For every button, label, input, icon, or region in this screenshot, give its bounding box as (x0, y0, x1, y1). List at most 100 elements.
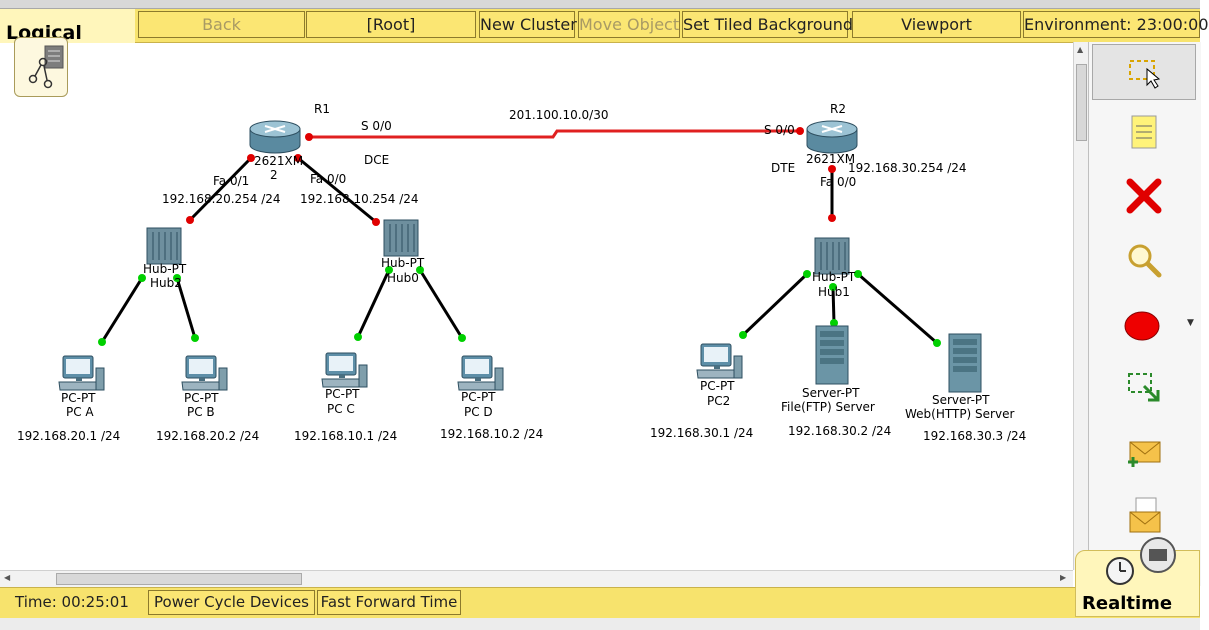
r1-model-suffix: 2 (270, 168, 278, 182)
horizontal-scrollbar[interactable]: ◀ ▶ (0, 570, 1073, 587)
hub-mid-icon[interactable] (383, 219, 419, 257)
select-tool[interactable] (1092, 44, 1196, 100)
hub-right-icon[interactable] (814, 237, 850, 275)
pc-b-ip: 192.168.20.2 /24 (156, 429, 259, 443)
pc-b-type: PC-PT (184, 391, 219, 405)
delete-icon (1126, 178, 1162, 214)
r1-fa01-label: Fa 0/1 (213, 174, 249, 188)
device-panel-strip (0, 618, 1200, 630)
r2-name: R2 (830, 102, 846, 116)
topology-labels: R1 2621XM 2 S 0/0 DCE Fa 0/1 Fa 0/0 192.… (17, 102, 1026, 443)
r1-dce-label: DCE (364, 153, 389, 167)
scroll-up-icon[interactable]: ▲ (1077, 45, 1084, 54)
inspect-tool[interactable] (1092, 234, 1196, 290)
hub-mid-name: Hub0 (387, 271, 419, 285)
pc-d-ip: 192.168.10.2 /24 (440, 427, 543, 441)
draw-shape-dropdown-icon[interactable]: ▼ (1187, 318, 1194, 328)
draw-shape-icon (1124, 311, 1160, 341)
add-simple-pdu-tool[interactable] (1092, 426, 1196, 482)
viewport-button[interactable]: Viewport (852, 11, 1021, 38)
note-tool[interactable] (1092, 106, 1196, 162)
add-complex-pdu-tool[interactable] (1092, 488, 1196, 544)
inspect-icon (1128, 244, 1162, 278)
root-button[interactable]: [Root] (306, 11, 476, 38)
common-tools-bar: ▼ (1088, 42, 1201, 586)
move-object-button[interactable]: Move Object (578, 11, 680, 38)
window-top-strip (0, 0, 1200, 9)
hub-right-type: Hub-PT (812, 270, 856, 284)
pc2-icon[interactable] (696, 343, 743, 379)
back-button[interactable]: Back (138, 11, 305, 38)
serial-link (309, 129, 800, 139)
scroll-left-icon[interactable]: ◀ (4, 573, 11, 582)
links (100, 129, 938, 345)
new-cluster-button[interactable]: New Cluster (479, 11, 577, 38)
add-simple-pdu-icon (1128, 441, 1161, 467)
scroll-right-icon[interactable]: ▶ (1060, 573, 1067, 582)
pc2-type: PC-PT (700, 379, 735, 393)
pc-b-name: PC B (187, 405, 215, 419)
http-server-type: Server-PT (932, 393, 990, 407)
r1-fa01-ip: 192.168.20.254 /24 (162, 192, 281, 206)
realtime-label: Realtime (1082, 593, 1173, 614)
ftp-server-type: Server-PT (802, 386, 860, 400)
hub-left-icon[interactable] (146, 227, 182, 265)
logical-nav-icon[interactable] (14, 37, 68, 97)
http-server-name: Web(HTTP) Server (905, 407, 1014, 421)
resize-shape-tool[interactable] (1092, 360, 1196, 416)
wan-network-label: 201.100.10.0/30 (509, 108, 608, 122)
select-icon (1129, 60, 1161, 89)
pc2-ip: 192.168.30.1 /24 (650, 426, 753, 440)
pc-c-ip: 192.168.10.1 /24 (294, 429, 397, 443)
r1-model: 2621XM (254, 154, 303, 168)
http-server-icon[interactable] (948, 333, 982, 393)
pc-d-icon[interactable] (457, 355, 504, 391)
link-lights (98, 127, 941, 347)
pc-c-name: PC C (327, 402, 355, 416)
resize-icon (1128, 373, 1160, 402)
pc-a-type: PC-PT (61, 391, 96, 405)
pc-c-icon[interactable] (321, 352, 368, 388)
environment-button[interactable]: Environment: 23:00:00 (1023, 11, 1209, 38)
set-tiled-background-button[interactable]: Set Tiled Background (682, 11, 853, 38)
simulation-mode-icon[interactable] (1136, 533, 1180, 577)
pc-d-type: PC-PT (461, 390, 496, 404)
vertical-scrollbar[interactable]: ▲ ▼ (1073, 42, 1088, 570)
r1-fa00-ip: 192.168.10.254 /24 (300, 192, 419, 206)
r2-dte-label: DTE (771, 161, 795, 175)
r2-model: 2621XM (806, 152, 855, 166)
router-r2-icon[interactable] (806, 120, 858, 154)
pc-d-name: PC D (464, 405, 493, 419)
note-icon (1131, 115, 1157, 149)
topology-canvas[interactable]: R1 2621XM 2 S 0/0 DCE Fa 0/1 Fa 0/0 192.… (0, 42, 1073, 570)
pc-a-ip: 192.168.20.1 /24 (17, 429, 120, 443)
r1-fa00-label: Fa 0/0 (310, 172, 346, 186)
horizontal-scroll-thumb[interactable] (56, 573, 302, 585)
hub-right-name: Hub1 (818, 285, 850, 299)
ftp-server-ip: 192.168.30.2 /24 (788, 424, 891, 438)
draw-shape-tool[interactable]: ▼ (1092, 298, 1196, 354)
pc2-name: PC2 (707, 394, 730, 408)
delete-tool[interactable] (1092, 170, 1196, 226)
clock-icon (1106, 557, 1134, 585)
ftp-server-name: File(FTP) Server (781, 400, 875, 414)
time-display: Time: 00:25:01 (15, 593, 129, 611)
r2-serial-label: S 0/0 (764, 123, 795, 137)
add-complex-pdu-icon (1129, 497, 1161, 533)
hub-left-name: Hub2 (150, 276, 182, 290)
r2-fa00-label: Fa 0/0 (820, 175, 856, 189)
realtime-tab[interactable] (1075, 537, 1200, 617)
r2-ip: 192.168.30.254 /24 (848, 161, 967, 175)
ftp-server-icon[interactable] (815, 325, 849, 385)
vertical-scroll-thumb[interactable] (1076, 64, 1087, 141)
pc-b-icon[interactable] (181, 355, 228, 391)
pc-c-type: PC-PT (325, 387, 360, 401)
pc-a-icon[interactable] (58, 355, 105, 391)
router-r1-icon[interactable] (249, 120, 301, 154)
fast-forward-time-button[interactable]: Fast Forward Time (317, 590, 461, 615)
hub-left-type: Hub-PT (143, 262, 187, 276)
power-cycle-devices-button[interactable]: Power Cycle Devices (148, 590, 315, 615)
r1-name: R1 (314, 102, 330, 116)
http-server-ip: 192.168.30.3 /24 (923, 429, 1026, 443)
hub-mid-type: Hub-PT (381, 256, 425, 270)
